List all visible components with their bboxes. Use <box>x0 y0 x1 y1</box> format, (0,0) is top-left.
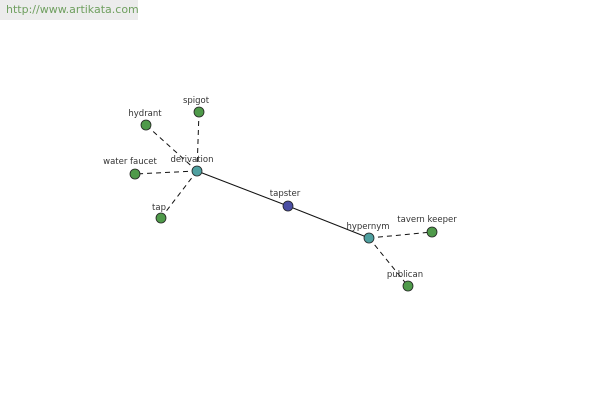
edge-derivation-tapster <box>196 170 289 207</box>
label-water-faucet[interactable]: water faucet <box>103 157 157 167</box>
edge-hypernym-publican <box>368 237 409 287</box>
node-hydrant[interactable] <box>140 119 152 131</box>
node-tapster[interactable] <box>282 200 294 212</box>
label-spigot[interactable]: spigot <box>183 96 210 106</box>
label-hydrant[interactable]: hydrant <box>128 109 162 119</box>
node-tap[interactable] <box>155 212 167 224</box>
node-hypernym[interactable] <box>363 232 375 244</box>
edge-tapster-hypernym <box>287 205 370 239</box>
node-tavern-keeper[interactable] <box>426 226 438 238</box>
node-spigot[interactable] <box>193 106 205 118</box>
label-tavern-keeper[interactable]: tavern keeper <box>397 215 457 225</box>
edge-derivation-hydrant <box>145 124 198 172</box>
edge-hypernym-tavern-keeper <box>368 231 433 239</box>
edge-derivation-water-faucet <box>134 170 198 175</box>
label-derivation[interactable]: derivation <box>170 155 213 165</box>
label-publican[interactable]: publican <box>387 270 423 280</box>
watermark-url[interactable]: http://www.artikata.com <box>0 0 139 20</box>
label-hypernym[interactable]: hypernym <box>346 222 389 232</box>
edge-derivation-spigot <box>196 111 200 172</box>
label-tapster[interactable]: tapster <box>270 189 301 199</box>
node-derivation[interactable] <box>191 165 203 177</box>
node-water-faucet[interactable] <box>129 168 141 180</box>
node-publican[interactable] <box>402 280 414 292</box>
label-tap[interactable]: tap <box>152 203 166 213</box>
edge-derivation-tap <box>160 170 198 219</box>
